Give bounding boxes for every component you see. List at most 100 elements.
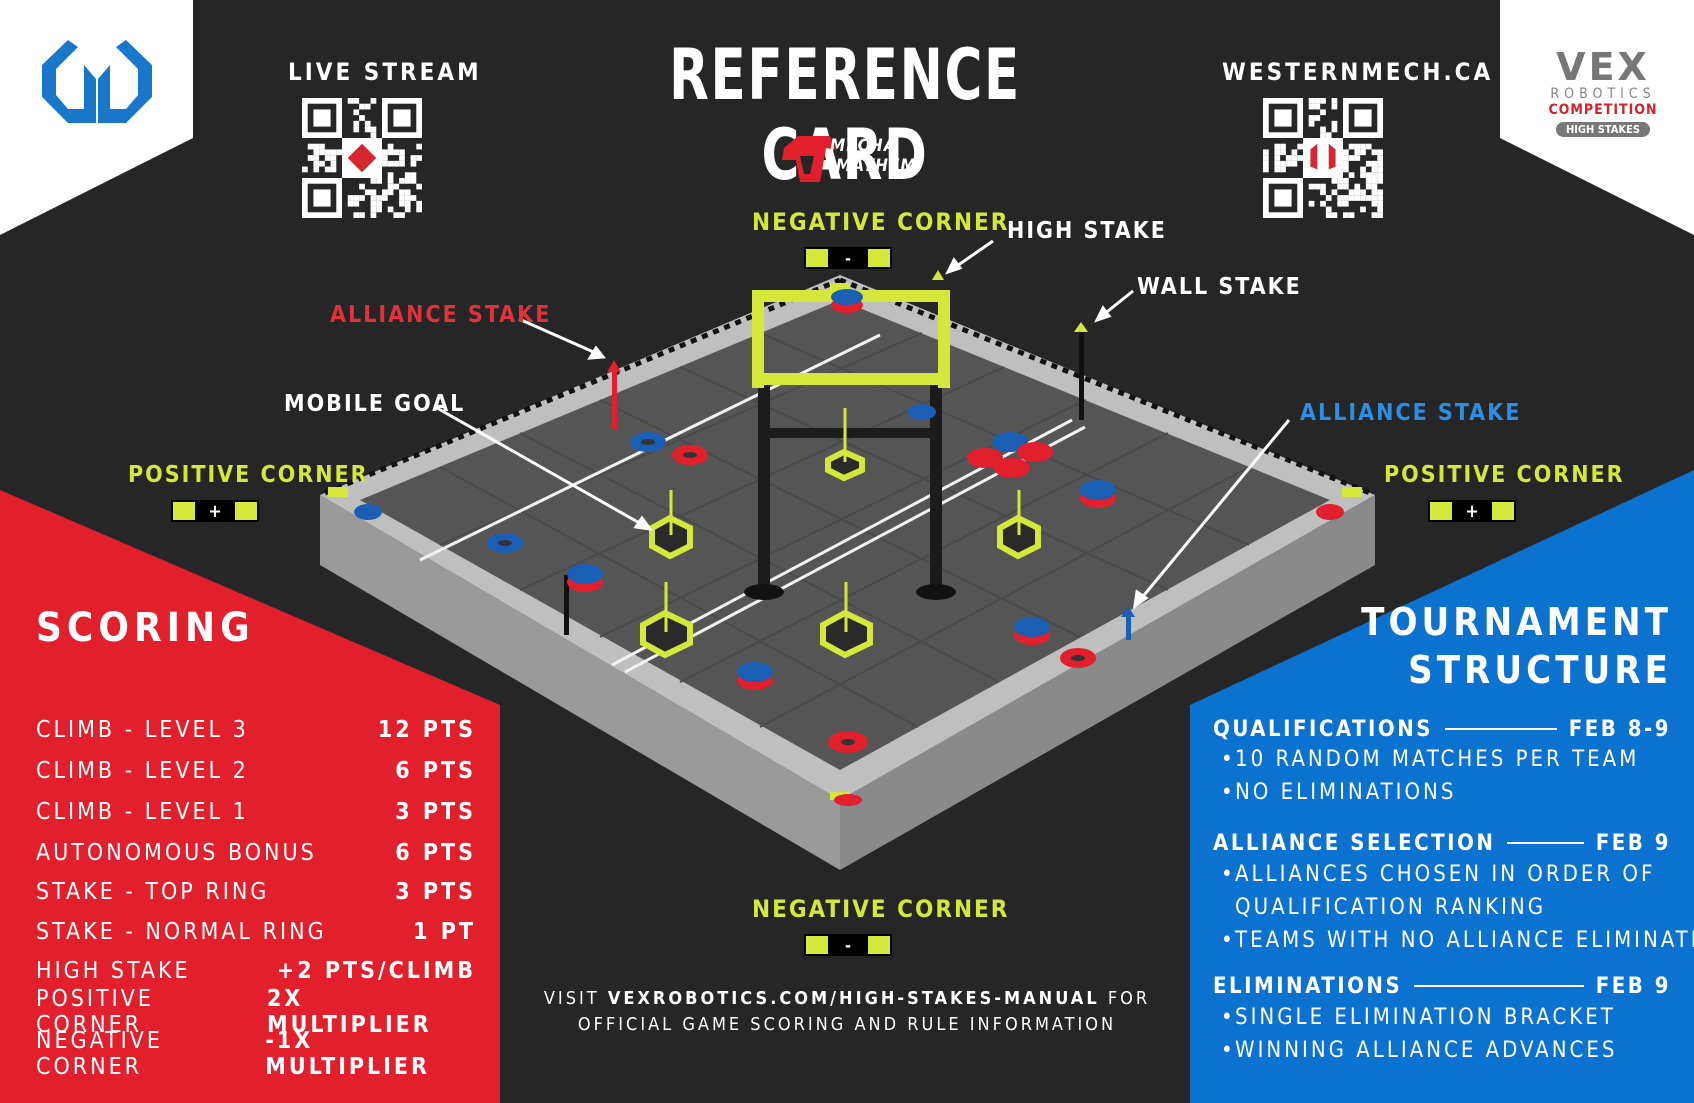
tournament-title: TOURNAMENT STRUCTURE bbox=[1300, 598, 1672, 694]
scoring-row-value: 3 PTS bbox=[395, 799, 476, 825]
mecha-text: MECHA bbox=[830, 136, 897, 156]
scoring-row: CLIMB - LEVEL 1 3 PTS bbox=[36, 794, 476, 830]
wall-stake-label: WALL STAKE bbox=[1137, 274, 1302, 300]
negative-corner-top-label: NEGATIVE CORNER bbox=[752, 208, 1010, 236]
scoring-row-label: STAKE - NORMAL RING bbox=[36, 919, 327, 945]
field-wall-left-face bbox=[320, 495, 840, 870]
scoring-title: SCORING bbox=[36, 605, 255, 651]
tournament-section-name: QUALIFICATIONS bbox=[1213, 716, 1434, 742]
left-wall-stake bbox=[564, 575, 569, 635]
scoring-row: CLIMB - LEVEL 2 6 PTS bbox=[36, 753, 476, 789]
field-floor bbox=[360, 300, 1330, 770]
scoring-row-value: 6 PTS bbox=[395, 840, 476, 866]
alliance-stake-blue-label: ALLIANCE STAKE bbox=[1300, 400, 1522, 426]
scoring-row-value: 2X MULTIPLIER bbox=[267, 986, 432, 1038]
vex-robotics-text: ROBOTICS bbox=[1550, 86, 1656, 102]
footer-visit: VISIT bbox=[543, 988, 600, 1009]
footer-note: VISIT VEXROBOTICS.COM/HIGH-STAKES-MANUAL… bbox=[520, 986, 1174, 1038]
website-qr-code[interactable] bbox=[1263, 98, 1383, 218]
field-wall-trim bbox=[324, 277, 1371, 496]
scoring-row: STAKE - NORMAL RING 1 PT bbox=[36, 914, 476, 950]
section-divider bbox=[1414, 985, 1584, 987]
top-right-white-panel bbox=[1500, 0, 1694, 235]
scoring-row-value: 6 PTS bbox=[395, 758, 476, 784]
high-stake-label: HIGH STAKE bbox=[1007, 218, 1167, 244]
scoring-row: AUTONOMOUS BONUS 6 PTS bbox=[36, 835, 476, 871]
page-title: REFERENCE CARD bbox=[669, 34, 1021, 196]
wall-stake bbox=[1074, 322, 1088, 420]
mecha-mayhem-qr-logo-icon bbox=[347, 143, 377, 173]
footer-line2: OFFICIAL GAME SCORING AND RULE INFORMATI… bbox=[577, 1014, 1117, 1035]
mobile-goal-label: MOBILE GOAL bbox=[284, 391, 466, 417]
blue-alliance-stake bbox=[1121, 606, 1135, 640]
scoring-row-label: AUTONOMOUS BONUS bbox=[36, 840, 317, 866]
manual-link[interactable]: VEXROBOTICS.COM/HIGH-STAKES-MANUAL bbox=[607, 988, 1100, 1009]
positive-corner-right-label: POSITIVE CORNER bbox=[1384, 462, 1625, 488]
scoring-row-label: NEGATIVE CORNER bbox=[36, 1028, 163, 1080]
tournament-section-date: FEB 9 bbox=[1595, 830, 1671, 856]
scoring-row-label: POSITIVE CORNER bbox=[36, 986, 154, 1038]
high-stake-tower bbox=[744, 270, 956, 600]
rings bbox=[354, 289, 1344, 806]
tournament-bullet: WINNING ALLIANCE ADVANCES bbox=[1221, 1038, 1617, 1063]
tournament-section-name: ELIMINATIONS bbox=[1213, 973, 1403, 999]
live-stream-label: LIVE STREAM bbox=[288, 58, 482, 86]
alliance-stake-red-label: ALLIANCE STAKE bbox=[330, 302, 552, 328]
tournament-section-header: ALLIANCE SELECTION FEB 9 bbox=[1213, 827, 1671, 859]
tournament-section-header: QUALIFICATIONS FEB 8-9 bbox=[1213, 713, 1671, 745]
tournament-section-date: FEB 9 bbox=[1595, 973, 1671, 999]
scoring-row-label: STAKE - TOP RING bbox=[36, 879, 270, 905]
scoring-row-label: HIGH STAKE bbox=[36, 958, 191, 984]
live-stream-qr-code[interactable] bbox=[302, 98, 422, 218]
positive-corner-right-chip: + bbox=[1428, 500, 1516, 522]
tournament-bullet: 10 RANDOM MATCHES PER TEAM bbox=[1221, 747, 1639, 772]
tournament-section-name: ALLIANCE SELECTION bbox=[1213, 830, 1496, 856]
scoring-row: POSITIVE CORNER 2X MULTIPLIER bbox=[36, 986, 476, 1038]
scoring-row-value: -1X MULTIPLIER bbox=[265, 1028, 430, 1080]
vex-logo: VEX ROBOTICS COMPETITION HIGH STAKES bbox=[1528, 48, 1678, 138]
plus-sign: + bbox=[1452, 501, 1492, 522]
scoring-row-label: CLIMB - LEVEL 2 bbox=[36, 758, 249, 784]
mobile-goal-stakes bbox=[664, 408, 1021, 632]
tournament-bullet: SINGLE ELIMINATION BRACKET bbox=[1221, 1005, 1616, 1030]
scoring-row-label: CLIMB - LEVEL 1 bbox=[36, 799, 249, 825]
scoring-row: NEGATIVE CORNER -1X MULTIPLIER bbox=[36, 1028, 476, 1080]
mecha-mayhem-logo: MECHA MAYHEM bbox=[780, 128, 920, 186]
negative-corner-bottom-chip: - bbox=[804, 934, 892, 956]
minus-sign: - bbox=[828, 249, 868, 268]
field-wall-right-face bbox=[840, 495, 1375, 870]
scoring-row-value: +2 PTS/CLIMB bbox=[276, 958, 476, 984]
tournament-title-line1: TOURNAMENT bbox=[1361, 600, 1672, 644]
scoring-row-value: 3 PTS bbox=[395, 879, 476, 905]
callout-arrows bbox=[436, 239, 1291, 610]
western-mech-qr-logo-icon bbox=[1310, 143, 1336, 170]
scoring-row-value: 1 PT bbox=[413, 919, 476, 945]
scoring-red-panel bbox=[0, 490, 500, 1103]
tournament-bullet: NO ELIMINATIONS bbox=[1221, 780, 1456, 805]
western-mech-logo-icon bbox=[42, 40, 152, 123]
negative-corner-bottom-label: NEGATIVE CORNER bbox=[752, 895, 1010, 923]
minus-sign: - bbox=[828, 936, 868, 955]
tournament-bullet: ALLIANCES CHOSEN IN ORDER OF bbox=[1221, 862, 1655, 887]
footer-for: FOR bbox=[1107, 988, 1151, 1009]
tournament-title-line2: STRUCTURE bbox=[1408, 648, 1672, 692]
tournament-section-header: ELIMINATIONS FEB 9 bbox=[1213, 970, 1671, 1002]
tournament-section-date: FEB 8-9 bbox=[1568, 716, 1671, 742]
tournament-bullet: QUALIFICATION RANKING bbox=[1235, 895, 1547, 920]
bull-icon bbox=[782, 136, 836, 182]
plus-sign: + bbox=[195, 501, 235, 522]
section-divider bbox=[1445, 728, 1557, 730]
footer-line1: VISIT VEXROBOTICS.COM/HIGH-STAKES-MANUAL… bbox=[520, 986, 1174, 1012]
positive-corner-left-label: POSITIVE CORNER bbox=[128, 462, 369, 488]
scoring-row-label: CLIMB - LEVEL 3 bbox=[36, 717, 249, 743]
scoring-row: STAKE - TOP RING 3 PTS bbox=[36, 874, 476, 910]
negative-corner-top-chip: - bbox=[804, 247, 892, 269]
website-label: WESTERNMECH.CA bbox=[1222, 58, 1494, 86]
vex-wordmark: VEX bbox=[1556, 45, 1650, 89]
positive-corner-left-chip: + bbox=[171, 500, 259, 522]
mayhem-text: MAYHEM bbox=[836, 156, 917, 176]
tournament-bullet: TEAMS WITH NO ALLIANCE ELIMINATED bbox=[1221, 928, 1694, 953]
vex-competition-text: COMPETITION bbox=[1548, 102, 1658, 118]
